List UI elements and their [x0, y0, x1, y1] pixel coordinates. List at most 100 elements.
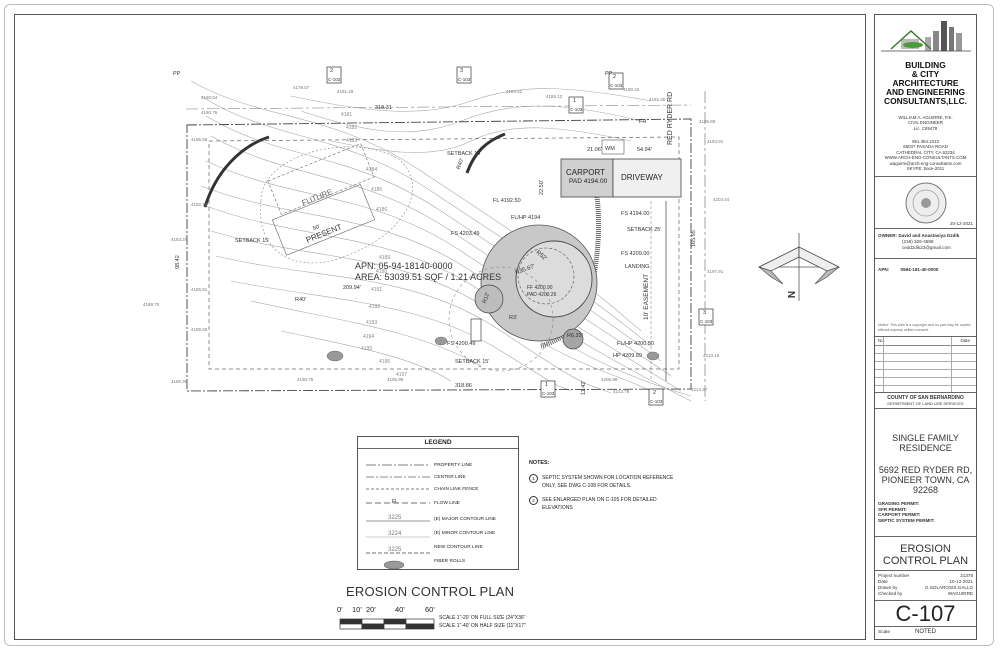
- dim-right: 165.95: [691, 230, 697, 247]
- tb-project-cell: SINGLE FAMILY RESIDENCE 5692 RED RYDER R…: [875, 409, 976, 537]
- apn-label: APN: 05-94-18140-0000: [355, 261, 453, 271]
- svg-text:4195: 4195: [361, 346, 372, 352]
- scale-tick-10: 10': [352, 605, 362, 614]
- setback-25-label: SETBACK 25': [627, 227, 662, 233]
- company-line-5: CONSULTANTS,LLC.: [884, 96, 967, 106]
- svg-text:4189.75: 4189.75: [143, 302, 160, 307]
- ref-c103-e: C-103: [700, 319, 713, 324]
- svg-text:4191: 4191: [371, 287, 382, 293]
- svg-text:4186.89: 4186.89: [699, 119, 716, 124]
- north-label: N: [787, 290, 799, 299]
- svg-text:4195.98: 4195.98: [387, 377, 404, 382]
- permit-sfr: SFR PERMIT:: [878, 506, 907, 512]
- driveway-label: DRIVEWAY: [621, 173, 663, 182]
- owner-name: David and Anastasiya Dzdik: [898, 233, 960, 238]
- svg-text:4194: 4194: [363, 334, 374, 340]
- svg-text:4197.91: 4197.91: [707, 269, 724, 274]
- legend-major-val: 3225: [388, 515, 402, 521]
- carport-detail: [601, 139, 625, 155]
- fs-4209: FS 4209.00: [621, 251, 650, 257]
- tb-sheet-no-cell: C-107: [875, 601, 976, 627]
- owner-label: OWNER:: [878, 233, 898, 238]
- apn-value: 0594-181-40-0000: [900, 267, 939, 272]
- pad-label: PAD 4200.26: [527, 292, 557, 298]
- dim-left: 209.94': [343, 285, 361, 291]
- setback-line: [208, 136, 680, 370]
- svg-text:4194.91: 4194.91: [707, 139, 724, 144]
- contact-city: CATHEDRAL CITY, CA 92234: [896, 149, 955, 155]
- marker-2-bottom: 2: [653, 390, 657, 396]
- scale-label: Scale: [878, 630, 890, 635]
- marker-1-bottom: 1: [545, 382, 549, 388]
- dim-1142: 11.42': [581, 380, 587, 395]
- note-item: 1 SEPTIC SYSTEM SHOWN FOR LOCATION REFER…: [529, 474, 679, 490]
- dim-2106: 21.06': [587, 147, 602, 153]
- note-number: 1: [529, 474, 538, 483]
- future-label: FUTURE: [300, 187, 334, 208]
- info-value: G.SOLAROSIS.GALLO: [925, 585, 973, 590]
- dim-ll: 98.42: [175, 255, 181, 269]
- fl-4192: FL 4192.50: [493, 198, 521, 204]
- scale-value: NOTED: [915, 629, 936, 635]
- sheet-number: C-107: [895, 601, 956, 626]
- apn-label: APN:: [878, 267, 890, 272]
- marker-2-right: 2: [613, 74, 617, 80]
- scale-half-size: SCALE 1"-40' ON HALF SIZE (11"X17": [439, 623, 526, 629]
- road-label: RED RYDER RD: [667, 91, 674, 145]
- sheet-title-1: EROSION: [900, 543, 951, 555]
- rev-date-header: Date: [960, 338, 970, 343]
- svg-text:4185.58: 4185.58: [191, 137, 208, 142]
- owner-phone: (218) 326-4599: [902, 239, 934, 244]
- department-name: DEPARTMENT OF LAND USE SERVICES: [887, 401, 964, 406]
- engineer-license: Lic. C85478: [913, 125, 938, 131]
- svg-text:4185.12: 4185.12: [546, 94, 563, 99]
- ref-c103-a: C-103: [328, 77, 341, 82]
- svg-text:4189.55: 4189.55: [191, 327, 208, 332]
- engineer-title: CIVIL ENGINEER: [908, 120, 943, 126]
- legend-symbols: [366, 464, 430, 570]
- svg-text:4186: 4186: [376, 207, 387, 213]
- landing-label: LANDING: [625, 264, 650, 270]
- legend-fl-symbol: FL: [392, 499, 398, 505]
- tb-revision-cell: No. Date: [875, 337, 976, 393]
- contour-lines: [190, 80, 692, 402]
- note-text: SEE ENLARGED PLAN ON C-105 FOR DETAILED …: [542, 497, 657, 511]
- svg-text:4182.35: 4182.35: [649, 97, 666, 102]
- setback-top-label: SETBACK 15': [447, 151, 482, 157]
- svg-text:4189: 4189: [379, 255, 390, 261]
- company-logo: [881, 21, 971, 52]
- permit-grading: GRADING PERMIT:: [878, 501, 920, 506]
- marker-2-top: 2: [330, 68, 334, 74]
- fiber-roll-left: [203, 135, 270, 208]
- marker-3-right: 3: [703, 310, 707, 316]
- legend-title: LEGEND: [358, 437, 518, 449]
- flhp-4200: FL/HP 4200.50: [617, 341, 654, 347]
- ref-c103-c: C-103: [570, 107, 583, 112]
- project-type-1: SINGLE FAMILY: [892, 433, 959, 443]
- carport-label: CARPORT: [566, 168, 605, 177]
- fs-4200: FS 4200.49: [447, 341, 476, 347]
- svg-text:4193: 4193: [366, 320, 377, 326]
- permit-carport: CARPORT PERMIT:: [878, 512, 921, 518]
- pp-label-left: PP: [173, 71, 181, 77]
- svg-text:4192: 4192: [369, 304, 380, 310]
- legend-new-val: 3225: [388, 547, 402, 553]
- info-label: Project number: [878, 573, 910, 578]
- fs-4194: FS 4194.00: [621, 211, 650, 217]
- legend-minor-val: 3224: [388, 531, 402, 537]
- legend-item-flow-line: FLOW LINE: [434, 501, 460, 506]
- owner-email: ceddzdik23@gmail.com: [902, 245, 951, 250]
- pp-label-right: PP: [605, 71, 613, 77]
- svg-text:4184: 4184: [366, 167, 377, 173]
- info-date: Date 10-12-2021: [878, 579, 973, 584]
- r3-label: R3': [509, 315, 518, 321]
- tb-apn-cell: APN: 0594-181-40-0000 Notice: This plan …: [875, 259, 976, 337]
- septic-tank: [474, 284, 504, 314]
- info-label: Checked by: [878, 591, 903, 596]
- ref-c103-b: C-103: [458, 77, 471, 82]
- address-2: PIONEER TOWN, CA: [881, 475, 970, 485]
- notes-block: NOTES: 1 SEPTIC SYSTEM SHOWN FOR LOCATIO…: [529, 460, 679, 518]
- ref-c103-d: C-103: [610, 83, 623, 88]
